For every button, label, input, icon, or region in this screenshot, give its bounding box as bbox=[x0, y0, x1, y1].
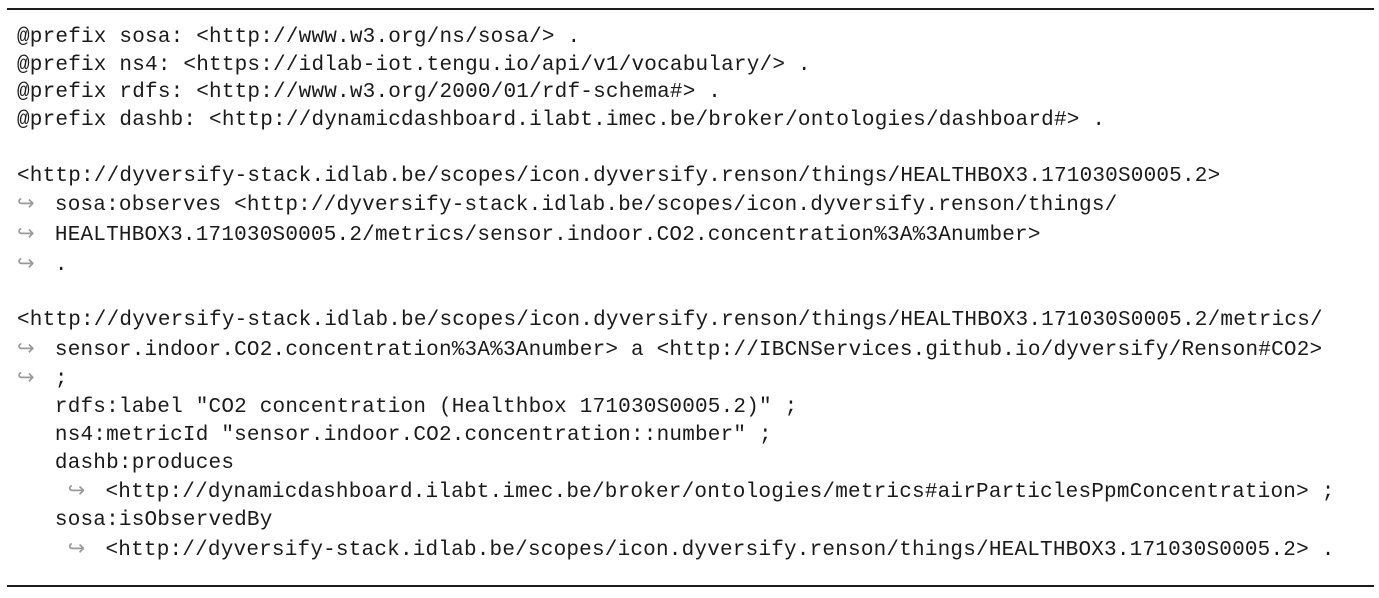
code-line-text: @prefix sosa: <http://www.w3.org/ns/sosa… bbox=[17, 26, 581, 49]
code-line-text: <http://dyversify-stack.idlab.be/scopes/… bbox=[17, 164, 1221, 188]
code-line-text: sosa:isObservedBy bbox=[54, 508, 273, 532]
line-continuation-icon: ↪ bbox=[17, 335, 35, 360]
code-line-text: HEALTHBOX3.171030S0005.2/metrics/sensor.… bbox=[54, 223, 1041, 247]
code-line-text: @prefix ns4: <https://idlab-iot.tengu.io… bbox=[17, 53, 811, 77]
code-line: @prefix dashb: <http://dynamicdashboard.… bbox=[17, 107, 1379, 135]
code-line-text: ns4:metricId "sensor.indoor.CO2.concentr… bbox=[54, 423, 772, 447]
code-line: @prefix rdfs: <http://www.w3.org/2000/01… bbox=[17, 79, 1379, 107]
code-line: sosa:isObservedBy bbox=[17, 507, 1379, 535]
line-continuation-icon: ↪ bbox=[67, 535, 86, 560]
code-line-text: . bbox=[54, 253, 68, 277]
code-line-text: ; bbox=[54, 368, 68, 392]
code-line-text: sensor.indoor.CO2.concentration%3A%3Anum… bbox=[54, 338, 1323, 362]
code-line: ↪. bbox=[17, 250, 1379, 280]
code-line-text: rdfs:label "CO2 concentration (Healthbox… bbox=[54, 396, 798, 420]
line-continuation-icon: ↪ bbox=[67, 478, 86, 503]
code-line: ↪ sosa:observes <http://dyversify-stack.i… bbox=[17, 190, 1379, 220]
code-line-text: @prefix dashb: <http://dynamicdashboard.… bbox=[17, 109, 1106, 133]
top-rule bbox=[7, 8, 1374, 10]
code-line bbox=[17, 135, 1379, 163]
bottom-rule bbox=[7, 585, 1374, 587]
code-line-text: <http://dynamicdashboard.ilabt.imec.be/b… bbox=[105, 481, 1335, 505]
code-line-text: @prefix rdfs: <http://www.w3.org/2000/01… bbox=[17, 81, 722, 105]
code-line: ↪ <http://dyversify-stack.idlab.be/scopes… bbox=[17, 535, 1379, 565]
code-line: ↪ HEALTHBOX3.171030S0005.2/metrics/sensor… bbox=[17, 220, 1379, 250]
code-line-text: <http://dyversify-stack.idlab.be/scopes/… bbox=[17, 309, 1323, 332]
code-listing: @prefix sosa: <http://www.w3.org/ns/sosa… bbox=[17, 24, 1379, 564]
line-continuation-icon: ↪ bbox=[17, 191, 35, 216]
code-line: <http://dyversify-stack.idlab.be/scopes/… bbox=[17, 163, 1379, 191]
line-continuation-icon: ↪ bbox=[17, 220, 35, 245]
code-line-text: sosa:observes <http://dyversify-stack.id… bbox=[54, 194, 1118, 218]
code-line bbox=[17, 279, 1379, 307]
code-line: <http://dyversify-stack.idlab.be/scopes/… bbox=[17, 307, 1379, 335]
code-line: dashb:produces bbox=[17, 450, 1379, 478]
code-line: ↪ sensor.indoor.CO2.concentration%3A%3Anu… bbox=[17, 335, 1379, 365]
code-line-text: <http://dyversify-stack.idlab.be/scopes/… bbox=[105, 538, 1335, 562]
code-line: @prefix ns4: <https://idlab-iot.tengu.io… bbox=[17, 52, 1379, 80]
code-line-text: dashb:produces bbox=[54, 451, 235, 475]
line-continuation-icon: ↪ bbox=[17, 250, 35, 275]
code-line: @prefix sosa: <http://www.w3.org/ns/sosa… bbox=[17, 24, 1379, 52]
code-line: ns4:metricId "sensor.indoor.CO2.concentr… bbox=[17, 422, 1379, 450]
code-line: ↪ <http://dynamicdashboard.ilabt.imec.be/… bbox=[17, 477, 1379, 507]
code-line: rdfs:label "CO2 concentration (Healthbox… bbox=[17, 394, 1379, 422]
line-continuation-icon: ↪ bbox=[17, 365, 35, 390]
code-line: ↪; bbox=[17, 364, 1379, 394]
